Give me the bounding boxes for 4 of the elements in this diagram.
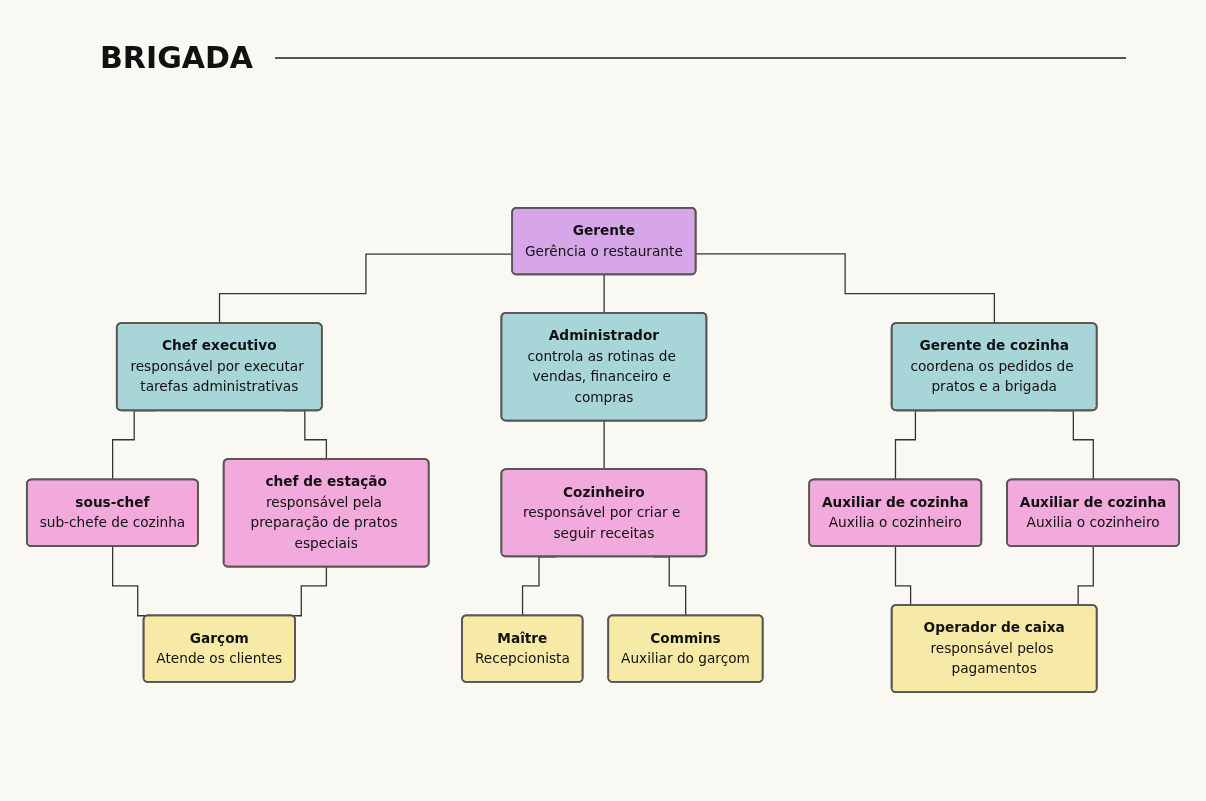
title: BRIGADA	[100, 40, 254, 75]
connector	[695, 253, 996, 325]
connector	[603, 274, 605, 314]
connector	[603, 420, 605, 471]
